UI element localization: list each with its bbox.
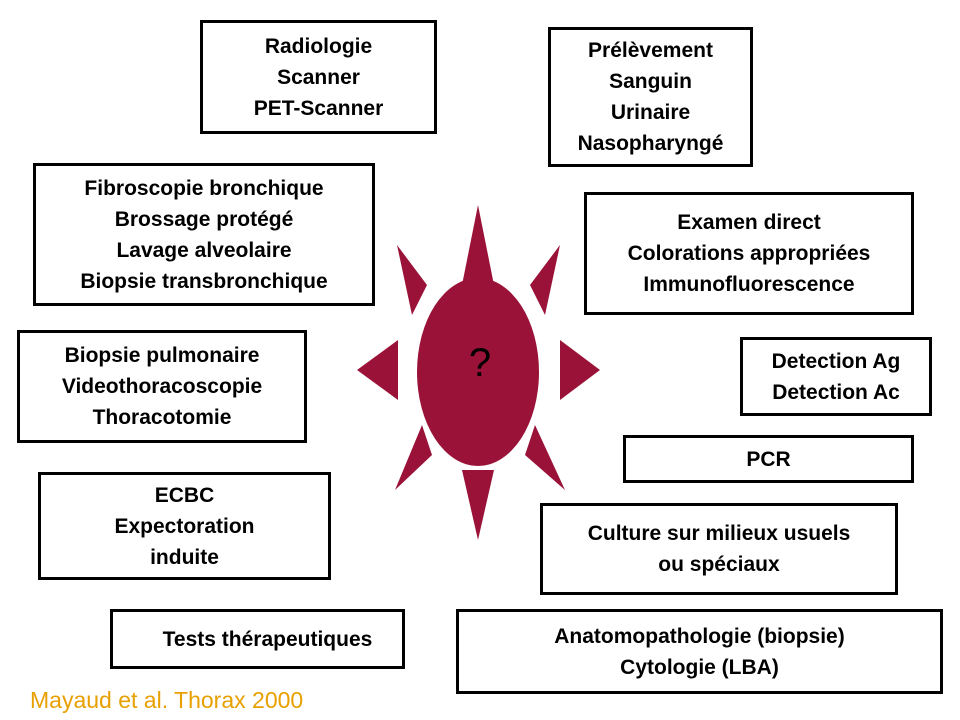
sun-core xyxy=(417,278,539,466)
box-pcr-line-1: PCR xyxy=(746,447,791,471)
box-pathology-line-1: Anatomopathologie (biopsie) xyxy=(554,624,845,648)
sun-ray-top xyxy=(462,205,494,285)
box-sampling-line-4: Nasopharyngé xyxy=(577,132,724,155)
citation: Mayaud et al. Thorax 2000 xyxy=(30,687,304,713)
box-direct-exam-line-3: Immunofluorescence xyxy=(643,273,855,296)
box-bronchoscopy: Fibroscopie bronchique Brossage protégé … xyxy=(33,163,375,306)
box-imaging: Radiologie Scanner PET-Scanner xyxy=(200,20,437,134)
box-imaging-line-1: Radiologie xyxy=(264,34,373,58)
box-direct-exam: Examen direct Colorations appropriées Im… xyxy=(584,192,914,315)
box-sputum-line-1: ECBC xyxy=(154,483,215,507)
box-sampling-line-3: Urinaire xyxy=(610,101,691,124)
box-imaging-line-2: Scanner xyxy=(277,65,360,89)
box-sampling-line-1: Prélèvement xyxy=(588,39,713,62)
box-pathology-line-2: Cytologie (LBA) xyxy=(620,655,779,679)
center-question-mark: ? xyxy=(468,341,492,385)
box-pcr: PCR xyxy=(623,435,914,483)
box-therapeutic-tests: Tests thérapeutiques xyxy=(110,609,405,669)
box-lung-biopsy-line-3: Thoracotomie xyxy=(92,406,232,429)
sun-ray-bottom xyxy=(462,470,494,540)
box-imaging-line-3: PET-Scanner xyxy=(253,96,384,120)
box-culture-line-1: Culture sur milieux usuels xyxy=(587,522,851,545)
box-bronchoscopy-line-2: Brossage protégé xyxy=(114,207,294,231)
sun-ray-bottom-left xyxy=(395,425,432,490)
sun-ray-top-left xyxy=(397,245,427,315)
box-sampling: Prélèvement Sanguin Urinaire Nasopharyng… xyxy=(548,27,753,167)
box-bronchoscopy-line-3: Lavage alveolaire xyxy=(116,238,292,262)
box-sputum-line-3: induite xyxy=(150,545,219,569)
sun-ray-top-right xyxy=(530,245,560,315)
box-antigen-line-1: Detection Ag xyxy=(771,349,901,373)
sun-ray-right xyxy=(560,340,600,400)
box-lung-biopsy-line-2: Videothoracoscopie xyxy=(61,375,263,398)
box-culture-line-2: ou spéciaux xyxy=(658,553,780,576)
box-sampling-line-2: Sanguin xyxy=(609,70,692,93)
box-sputum-line-2: Expectoration xyxy=(114,514,255,538)
box-direct-exam-line-2: Colorations appropriées xyxy=(627,242,871,265)
box-antigen-line-2: Detection Ac xyxy=(772,380,900,404)
box-pathology: Anatomopathologie (biopsie) Cytologie (L… xyxy=(456,609,943,694)
sun-rays xyxy=(357,205,600,540)
sun-ray-left xyxy=(357,340,398,400)
box-lung-biopsy: Biopsie pulmonaire Videothoracoscopie Th… xyxy=(17,330,307,443)
box-bronchoscopy-line-4: Biopsie transbronchique xyxy=(80,269,328,293)
box-lung-biopsy-line-1: Biopsie pulmonaire xyxy=(64,344,260,367)
box-culture: Culture sur milieux usuels ou spéciaux xyxy=(540,503,898,595)
box-bronchoscopy-line-1: Fibroscopie bronchique xyxy=(84,176,324,200)
box-antigen-detection: Detection Ag Detection Ac xyxy=(740,337,932,416)
box-direct-exam-line-1: Examen direct xyxy=(677,211,821,234)
box-therapeutic-line-1: Tests thérapeutiques xyxy=(162,627,373,651)
sun-ray-bottom-right xyxy=(525,425,565,490)
box-sputum: ECBC Expectoration induite xyxy=(38,472,331,580)
